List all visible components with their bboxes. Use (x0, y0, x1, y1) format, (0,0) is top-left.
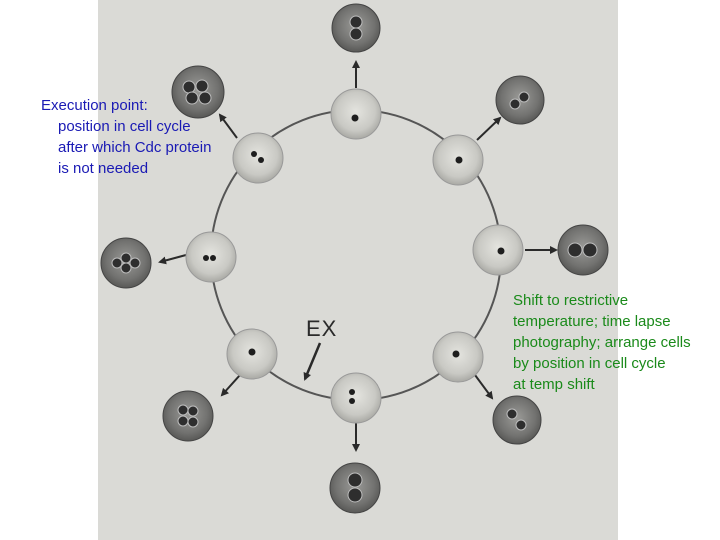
execution-caption-line-3: after which Cdc protein (58, 139, 212, 156)
inner-cell-bottom-left (226, 328, 278, 380)
execution-caption-line-2: position in cell cycle (58, 118, 191, 135)
outer-cell-right (557, 224, 609, 276)
inner-cell-bottom-right (432, 331, 484, 383)
outer-cell-bottom-right (492, 395, 542, 445)
outer-cell-left (100, 237, 152, 289)
shift-caption-line-4: by position in cell cycle (513, 355, 666, 372)
arrow-left (158, 254, 187, 265)
outer-cell-bottom-left (162, 390, 214, 442)
arrow-bottom-left (220, 374, 241, 397)
arrow-bottom-right (474, 374, 494, 400)
temperature-shift-caption: Shift to restrictive temperature; time l… (513, 290, 691, 395)
ex-label: EX (306, 316, 337, 341)
shift-caption-line-5: at temp shift (513, 376, 595, 393)
shift-caption-line-1: Shift to restrictive (513, 292, 629, 309)
execution-caption-line-4: is not needed (58, 160, 149, 177)
inner-cell-left (185, 231, 237, 283)
inner-cell-right (472, 224, 524, 276)
shift-caption-line-2: temperature; time lapse (513, 313, 671, 330)
inner-cell-top-left (232, 132, 284, 184)
inner-cell-top (330, 88, 382, 140)
arrow-top-right (476, 116, 502, 141)
inner-cell-top-right (432, 134, 484, 186)
ex-pointer-arrow (303, 342, 322, 381)
arrow-top-left (218, 113, 238, 139)
shift-caption-line-3: photography; arrange cells (513, 334, 691, 351)
outer-cell-top (331, 3, 381, 53)
outer-cell-top-right (495, 75, 545, 125)
execution-caption-line-1: Execution point: (41, 97, 148, 114)
outer-cell-top-left (171, 65, 225, 119)
inner-cell-bottom (330, 372, 382, 424)
execution-point-caption: Execution point: position in cell cycle … (41, 95, 211, 179)
outer-cell-bottom (329, 462, 381, 514)
